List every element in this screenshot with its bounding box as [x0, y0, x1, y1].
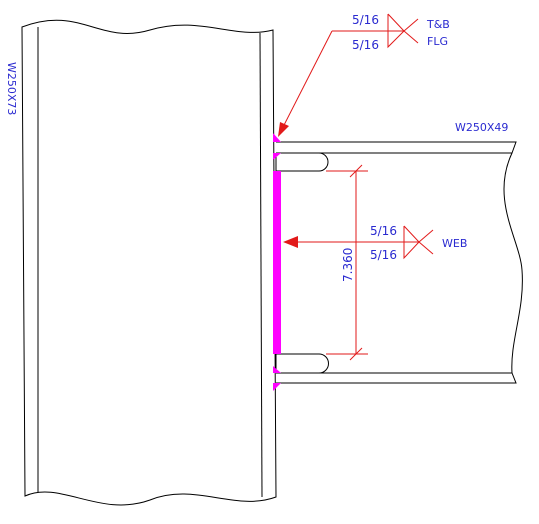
bottom-flange-weld-lower [273, 383, 281, 391]
welds [273, 133, 281, 391]
top-flange-weld-lower [273, 153, 281, 160]
web-weld-size-top: 5/16 [370, 224, 397, 238]
web-dimension: 7.360 [326, 164, 368, 361]
column-flange-line-right [259, 32, 263, 498]
web-tail-upper [418, 229, 434, 243]
column-outline [21, 19, 277, 506]
beam-break-line [503, 152, 523, 374]
flange-tail-lower [403, 30, 419, 44]
flange-weld-note-2: FLG [427, 35, 448, 48]
beam-label: W250X49 [455, 121, 508, 134]
top-flange-weld-upper [273, 133, 281, 142]
flange-fillet-symbol [387, 13, 405, 49]
beam-top-flange [276, 141, 517, 154]
column: W250X73 [5, 19, 277, 506]
web-fillet-symbol [403, 225, 420, 260]
beam-bottom-cope [275, 353, 329, 374]
flange-leader-arrowhead [278, 122, 289, 137]
web-tail-lower [418, 241, 434, 255]
flange-weld-size-top: 5/16 [352, 13, 379, 27]
dimension-tick-bottom [349, 347, 363, 361]
flange-weld-size-bottom: 5/16 [352, 38, 379, 52]
flange-tail-upper [403, 18, 419, 32]
web-weld-symbol: 5/16 5/16 WEB [283, 224, 467, 262]
dimension-tick-top [349, 164, 363, 178]
beam: W250X49 [275, 121, 523, 384]
column-label: W250X73 [5, 62, 18, 115]
web-weld-fill [273, 171, 281, 354]
beam-top-cope [275, 152, 329, 172]
web-weld-note: WEB [442, 237, 467, 250]
web-leader-arrowhead [283, 236, 298, 248]
flange-leader-line [280, 30, 333, 132]
flange-weld-symbol: 5/16 5/16 T&B FLG [278, 13, 450, 137]
web-weld-size-bottom: 5/16 [370, 248, 397, 262]
bottom-flange-weld-upper [273, 366, 281, 373]
beam-bottom-flange [276, 372, 517, 384]
dimension-value: 7.360 [341, 248, 355, 282]
flange-weld-note-1: T&B [426, 18, 450, 31]
